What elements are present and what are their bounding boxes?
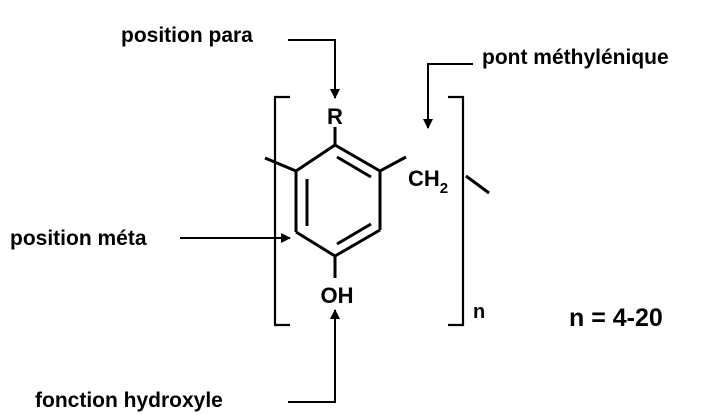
ch2-subscript: 2 <box>440 180 448 197</box>
bond-ring-to-ch2 <box>379 155 407 173</box>
bond-ch2-right <box>465 174 490 195</box>
right-bracket <box>448 95 465 327</box>
double-bond-bottom <box>336 222 372 246</box>
atom-oh: OH <box>321 283 354 308</box>
atom-r: R <box>327 104 343 129</box>
atom-ch2: CH2 <box>408 166 448 197</box>
arrow-position-para <box>288 39 340 99</box>
label-position-para: position para <box>121 24 253 47</box>
repeat-range: n = 4-20 <box>569 304 663 332</box>
label-pont-methylenique: pont méthylénique <box>482 46 669 69</box>
left-bracket <box>273 95 290 327</box>
benzene-ring <box>294 143 382 258</box>
arrow-fonction-hydroxyle <box>288 309 340 403</box>
bond-ring-left-wavy <box>264 156 297 173</box>
repeat-subscript: n <box>473 301 485 323</box>
arrow-pont-methylenique <box>423 63 473 129</box>
label-position-meta: position méta <box>10 227 147 250</box>
label-fonction-hydroxyle: fonction hydroxyle <box>35 389 223 412</box>
double-bond-top <box>336 155 372 179</box>
